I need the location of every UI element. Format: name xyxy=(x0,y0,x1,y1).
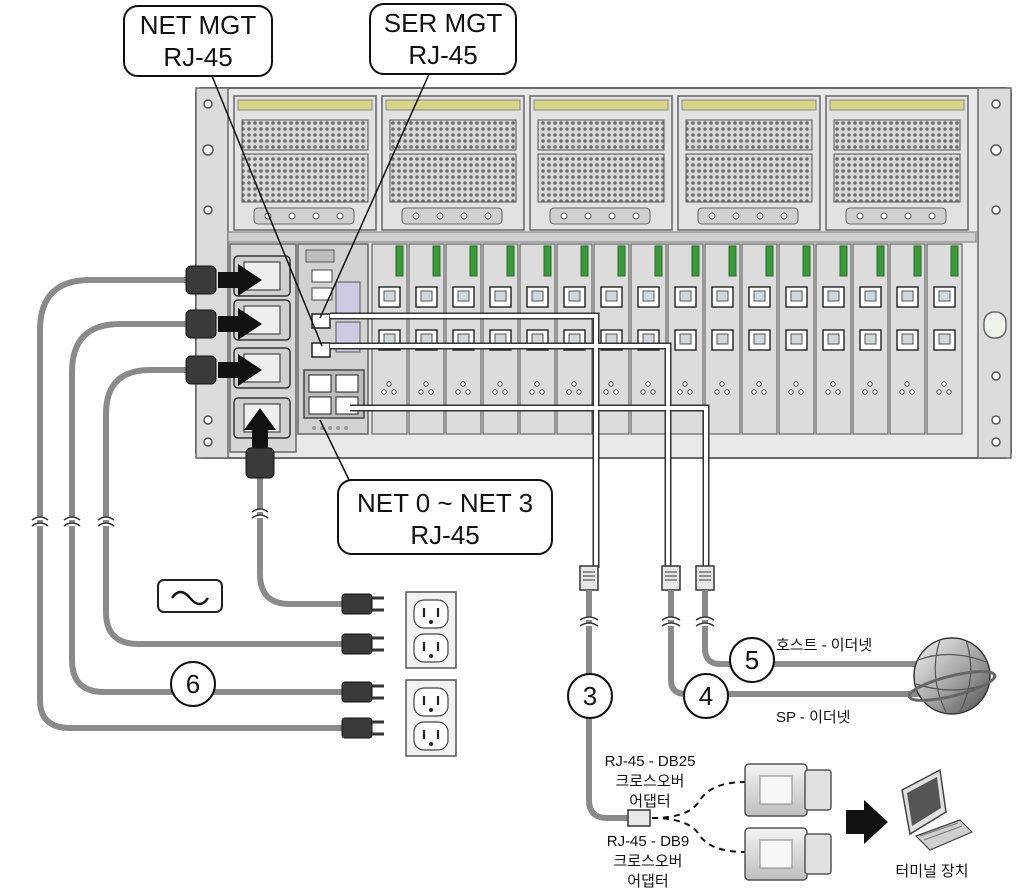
power-cables xyxy=(37,277,348,731)
cable-number-sp-ethernet: 4 xyxy=(683,673,729,719)
pcie-card xyxy=(704,243,741,435)
db9-adapter xyxy=(744,827,832,881)
pcie-card xyxy=(852,243,889,435)
cable-number-serial-text: 3 xyxy=(583,681,597,711)
power-supply-unit xyxy=(381,95,525,231)
pcie-card xyxy=(593,243,630,435)
pcie-card xyxy=(519,243,556,435)
callout-ser-mgt: SER MGT RJ-45 xyxy=(369,3,517,75)
usb-port xyxy=(311,269,333,283)
cable-number-power-text: 6 xyxy=(186,669,200,699)
power-supply-unit xyxy=(529,95,673,231)
cable-number-sp-ethernet-text: 4 xyxy=(699,681,713,711)
label-terminal: 터미널 장치 xyxy=(895,863,968,880)
network-globe-icon xyxy=(907,637,997,715)
power-led xyxy=(983,311,1007,339)
callout-net-mgt: NET MGT RJ-45 xyxy=(123,5,273,77)
pcie-card xyxy=(667,243,704,435)
power-supply-row xyxy=(233,95,969,231)
wall-outlet xyxy=(405,591,457,669)
callout-leaders xyxy=(211,71,431,483)
label-adapter-db9-line3: 어댑터 xyxy=(627,873,668,890)
callout-net-mgt-line2: RJ-45 xyxy=(163,42,232,72)
label-adapter-db25-line2: 크로스오버 xyxy=(615,773,684,790)
terminal-device-icon xyxy=(901,768,974,851)
cable-number-host-ethernet: 5 xyxy=(729,637,775,683)
callout-net-ports-line2: RJ-45 xyxy=(410,520,479,550)
inlet-plug-with-arrow xyxy=(185,354,262,386)
label-adapter-db9-line2: 크로스오버 xyxy=(613,853,682,870)
callout-net-ports-line1: NET 0 ~ NET 3 xyxy=(357,488,533,518)
callout-ser-mgt-line1: SER MGT xyxy=(384,8,503,38)
callout-net-ports: NET 0 ~ NET 3 RJ-45 xyxy=(337,479,553,555)
label-adapter-db9-line1: RJ-45 - DB9 xyxy=(607,833,690,850)
power-supply-unit xyxy=(677,95,821,231)
cable-break-marks xyxy=(31,508,269,527)
label-sp-ethernet: SP - 이더넷 xyxy=(776,709,850,726)
pcie-card xyxy=(815,243,852,435)
callout-net-mgt-line1: NET MGT xyxy=(140,10,257,40)
adapter-plug xyxy=(627,809,651,827)
inlet-plug-with-arrow xyxy=(244,408,276,479)
inlet-plugs xyxy=(185,264,276,479)
arrow-to-terminal-icon xyxy=(846,800,888,844)
pcie-card xyxy=(741,243,778,435)
wall-plug xyxy=(341,717,384,739)
inlet-plug-with-arrow xyxy=(185,308,262,340)
pcie-card xyxy=(778,243,815,435)
wall-outlets xyxy=(405,591,457,757)
label-adapter-db25-line1: RJ-45 - DB25 xyxy=(605,753,696,770)
rj45-plugs xyxy=(579,565,715,591)
cable-number-power: 6 xyxy=(170,661,216,707)
wall-plug xyxy=(341,593,384,615)
wall-plug xyxy=(341,633,384,655)
cable-number-host-ethernet-text: 5 xyxy=(745,645,759,675)
label-adapter-db9: RJ-45 - DB9 크로스오버 어댑터 xyxy=(607,833,690,890)
label-host-ethernet: 호스트 - 이더넷 xyxy=(776,637,872,654)
power-supply-unit xyxy=(233,95,377,231)
label-adapter-db25: RJ-45 - DB25 크로스오버 어댑터 xyxy=(605,753,696,810)
wall-outlet xyxy=(405,679,457,757)
power-plugs xyxy=(341,593,384,739)
callout-ser-mgt-line2: RJ-45 xyxy=(408,40,477,70)
usb-port xyxy=(311,287,333,301)
cable-number-serial: 3 xyxy=(567,673,613,719)
inlet-plug-with-arrow xyxy=(185,264,262,296)
power-supply-unit xyxy=(825,95,969,231)
ac-symbol xyxy=(157,579,223,613)
pcie-card xyxy=(556,243,593,435)
pcie-card xyxy=(371,243,408,435)
pcie-card xyxy=(482,243,519,435)
management-panel xyxy=(297,243,369,435)
pcie-card-row xyxy=(371,243,963,435)
pcie-card xyxy=(889,243,926,435)
server-chassis xyxy=(195,87,1012,459)
pcie-card xyxy=(926,243,963,435)
label-adapter-db25-line3: 어댑터 xyxy=(629,793,670,810)
db25-adapter xyxy=(744,763,832,817)
wall-plug xyxy=(341,681,384,703)
